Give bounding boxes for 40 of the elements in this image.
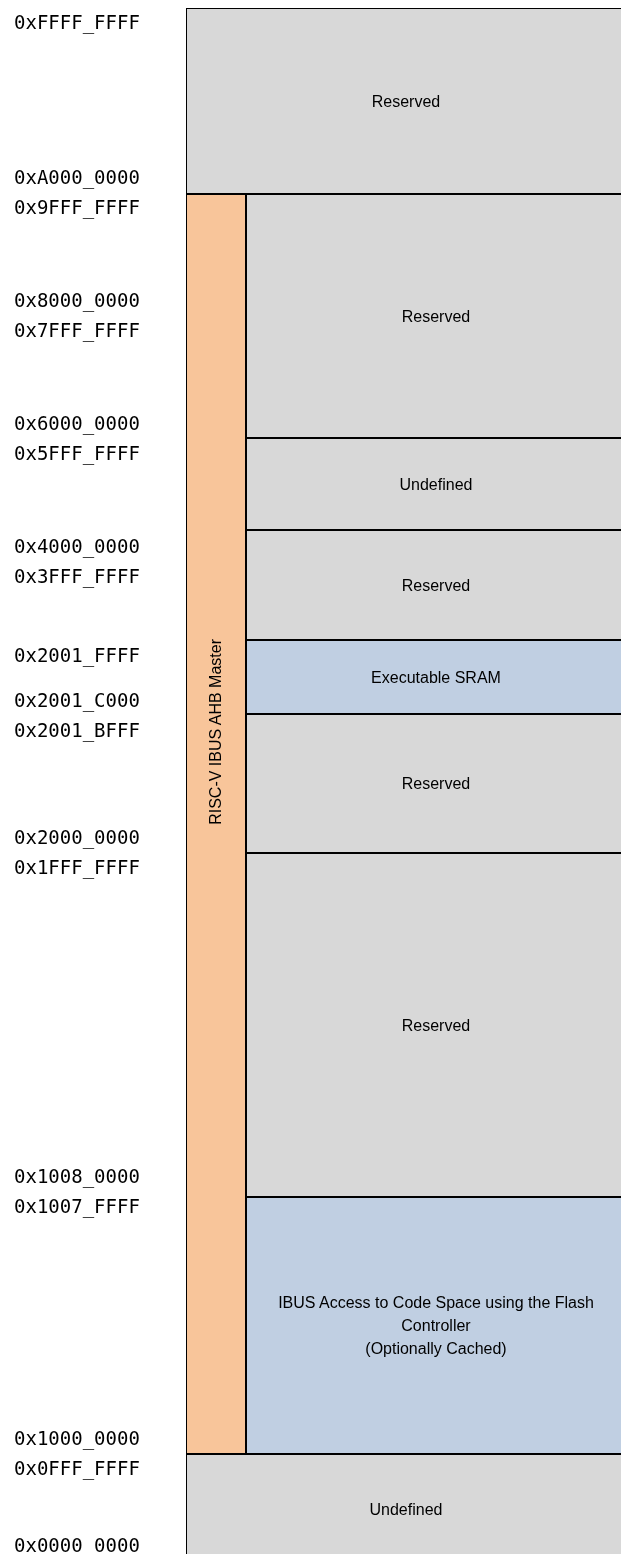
- address-label: 0x2000_0000: [14, 825, 140, 849]
- address-label: 0x2001_C000: [14, 688, 140, 712]
- region-label: Reserved: [401, 1015, 471, 1036]
- memory-region-highlighted: [246, 640, 621, 714]
- address-label: 0x0000_0000: [14, 1533, 140, 1554]
- address-label: 0x2001_BFFF: [14, 718, 140, 742]
- memory-region: [246, 194, 621, 438]
- address-label: 0x2001_FFFF: [14, 643, 140, 667]
- memory-region: [186, 1454, 621, 1554]
- region-label: Undefined: [369, 1499, 443, 1520]
- address-label: 0xFFFF_FFFF: [14, 10, 140, 34]
- memory-region: [246, 853, 621, 1197]
- memory-region: [246, 530, 621, 640]
- address-label: 0x5FFF_FFFF: [14, 441, 140, 465]
- address-label: 0x3FFF_FFFF: [14, 564, 140, 588]
- memory-region: [246, 714, 621, 853]
- region-label: Reserved: [371, 91, 441, 112]
- region-label: IBUS Access to Code Space using the Flash Controller: [277, 1293, 595, 1336]
- memory-region-highlighted: [246, 1197, 621, 1454]
- bar-label: RISC-V IBUS AHB Master: [206, 639, 225, 825]
- address-label: 0xA000_0000: [14, 165, 140, 189]
- address-label: 0x1FFF_FFFF: [14, 855, 140, 879]
- address-label: 0x4000_0000: [14, 534, 140, 558]
- region-label: (Optionally Cached): [365, 1339, 507, 1359]
- address-label: 0x9FFF_FFFF: [14, 195, 140, 219]
- address-label: 0x1007_FFFF: [14, 1194, 140, 1218]
- address-label: 0x1000_0000: [14, 1426, 140, 1450]
- address-label: 0x1008_0000: [14, 1164, 140, 1188]
- region-label: Undefined: [399, 474, 473, 495]
- address-label: 0x0FFF_FFFF: [14, 1456, 140, 1480]
- memory-region: [186, 8, 621, 194]
- memory-region: [246, 438, 621, 530]
- address-label: 0x6000_0000: [14, 411, 140, 435]
- region-label: Reserved: [401, 774, 471, 794]
- region-label: Executable SRAM: [371, 667, 501, 688]
- address-label: 0x8000_0000: [14, 288, 140, 312]
- region-label: Reserved: [401, 575, 471, 596]
- address-label: 0x7FFF_FFFF: [14, 318, 140, 342]
- bus-master-bar: [186, 194, 246, 1454]
- region-label: Reserved: [401, 306, 471, 327]
